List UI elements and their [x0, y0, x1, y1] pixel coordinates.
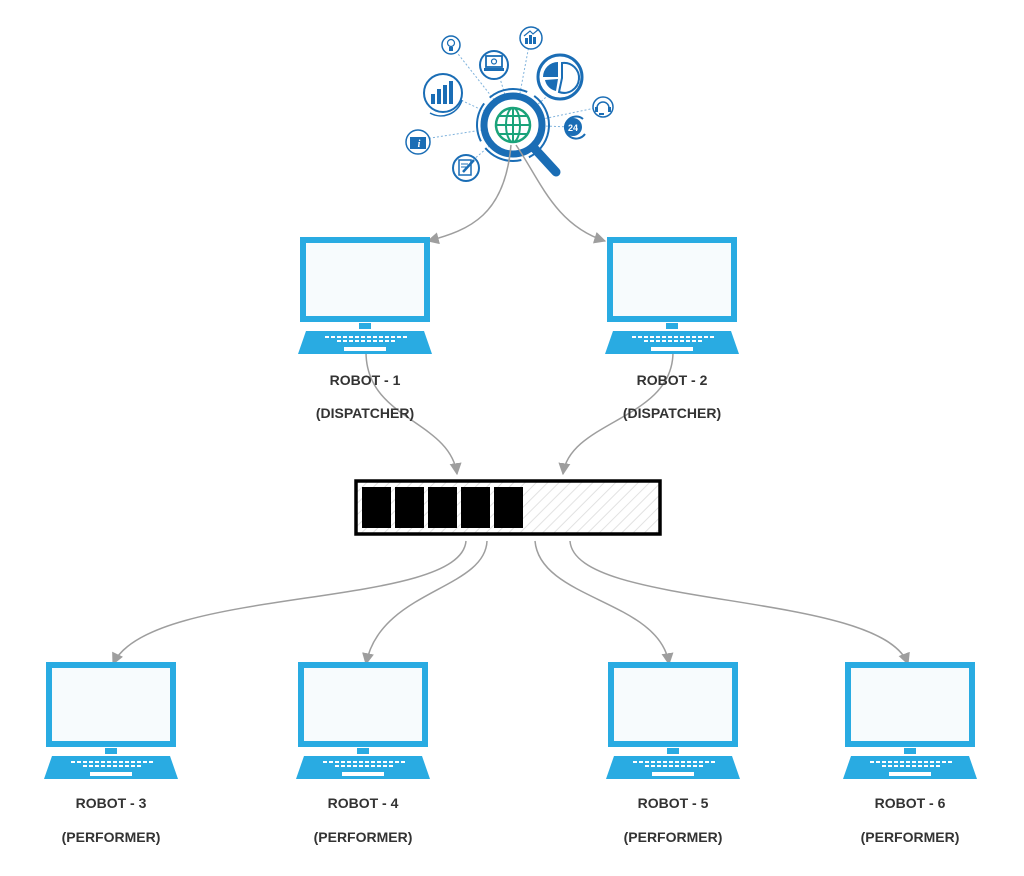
laptop-icon	[606, 662, 740, 779]
headset-icon	[592, 96, 614, 118]
edge-queue-to-robot-3	[112, 540, 467, 666]
robot-role: (PERFORMER)	[623, 829, 723, 845]
queue-item-block	[428, 487, 457, 528]
edge-queue-to-robot-5	[534, 540, 674, 666]
folder-info-icon: i	[405, 129, 431, 155]
robot-label: ROBOT - 6	[874, 795, 946, 811]
magnifier-globe-icon	[476, 88, 561, 177]
document-edit-icon	[452, 154, 480, 182]
edge-hub-to-robot-2	[515, 144, 607, 244]
robot-role: (DISPATCHER)	[622, 405, 722, 421]
robot-role: (DISPATCHER)	[315, 405, 415, 421]
robot-label: ROBOT - 5	[637, 795, 709, 811]
growth-chart-icon	[519, 26, 543, 50]
24h-icon: 24	[564, 115, 586, 140]
laptop-icon	[605, 237, 739, 354]
robot-role: (PERFORMER)	[61, 829, 161, 845]
robot-label: ROBOT - 2	[636, 372, 708, 388]
queue-item-block	[362, 487, 391, 528]
svg-text:24: 24	[568, 123, 578, 133]
lightbulb-icon	[441, 35, 461, 55]
work-queue	[354, 479, 662, 536]
edge-robot-1-to-queue	[365, 351, 462, 476]
edge-queue-to-robot-6	[569, 540, 910, 666]
queue-item-block	[461, 487, 490, 528]
robot-label: ROBOT - 1	[329, 372, 401, 388]
robot-role: (PERFORMER)	[860, 829, 960, 845]
robot-role: (PERFORMER)	[313, 829, 413, 845]
robot-label: ROBOT - 4	[327, 795, 399, 811]
laptop-icon	[296, 662, 430, 779]
edge-queue-to-robot-4	[362, 540, 488, 666]
edge-hub-to-robot-1	[426, 144, 512, 245]
edge-robot-2-to-queue	[558, 351, 674, 476]
bar-chart-icon	[423, 73, 463, 117]
pie-chart-icon	[536, 53, 584, 101]
svg-text:i: i	[418, 139, 421, 150]
robot-label: ROBOT - 3	[75, 795, 147, 811]
laptop-icon	[843, 662, 977, 779]
queue-item-block	[494, 487, 523, 528]
search-network-hub: 24 i	[405, 26, 614, 182]
queue-item-block	[395, 487, 424, 528]
laptop-icon	[298, 237, 432, 354]
laptop-gear-icon	[479, 50, 509, 80]
laptop-icon	[44, 662, 178, 779]
